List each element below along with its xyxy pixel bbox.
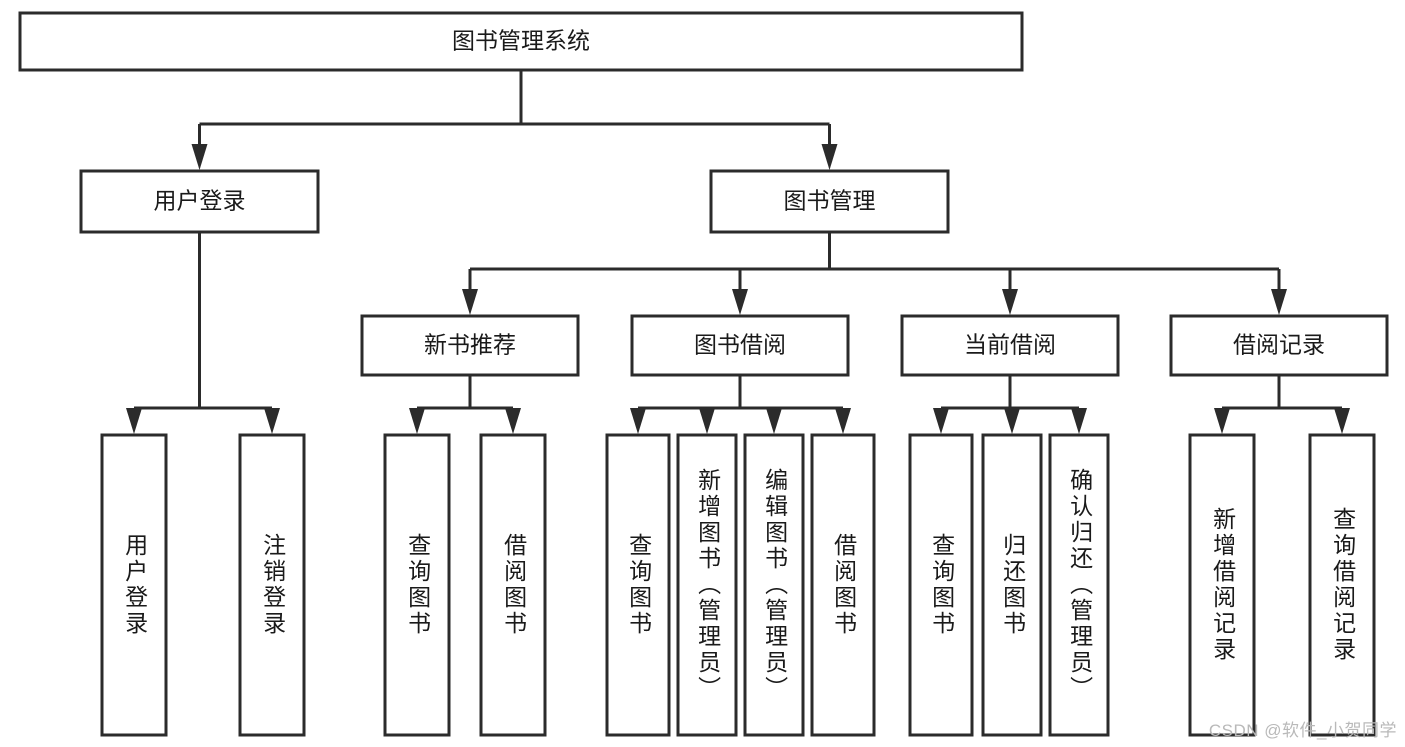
node-box-borrow-record[interactable] bbox=[1169, 314, 1389, 377]
node-box-leaf-edit-book[interactable] bbox=[743, 433, 805, 737]
arrow-head-icon bbox=[1071, 408, 1087, 434]
arrow-head-icon bbox=[191, 144, 208, 170]
arrow-head-icon bbox=[1214, 408, 1230, 434]
node-box-current-borrow[interactable] bbox=[900, 314, 1120, 377]
arrow-head-icon bbox=[821, 144, 838, 170]
connector-layer bbox=[126, 70, 1350, 434]
arrow-head-icon bbox=[505, 408, 521, 434]
arrow-head-icon bbox=[732, 289, 748, 315]
arrow-head-icon bbox=[1334, 408, 1350, 434]
arrow-head-icon bbox=[264, 408, 280, 434]
node-box-leaf-query-book-3[interactable] bbox=[908, 433, 974, 737]
node-box-leaf-user-login[interactable] bbox=[100, 433, 168, 737]
node-box-leaf-confirm-return[interactable] bbox=[1048, 433, 1110, 737]
arrow-head-icon bbox=[766, 408, 782, 434]
arrow-head-icon bbox=[1002, 289, 1018, 315]
node-label-book-borrow: 图书借阅 bbox=[694, 332, 786, 358]
node-label-user-login: 用户登录 bbox=[154, 188, 246, 214]
arrow-head-icon bbox=[1004, 408, 1020, 434]
arrow-head-icon bbox=[630, 408, 646, 434]
node-box-leaf-borrow-book-2[interactable] bbox=[810, 433, 876, 737]
arrow-head-icon bbox=[409, 408, 425, 434]
node-box-leaf-query-book-1[interactable] bbox=[383, 433, 451, 737]
arrow-head-icon bbox=[1271, 289, 1287, 315]
node-label-current-borrow: 当前借阅 bbox=[964, 332, 1056, 358]
arrow-head-icon bbox=[699, 408, 715, 434]
node-box-book-manage[interactable] bbox=[709, 169, 950, 234]
arrow-head-icon bbox=[462, 289, 478, 315]
node-box-book-borrow[interactable] bbox=[630, 314, 850, 377]
arrow-head-icon bbox=[835, 408, 851, 434]
node-box-leaf-query-book-2[interactable] bbox=[605, 433, 671, 737]
node-box-leaf-query-borrow-record[interactable] bbox=[1308, 433, 1376, 737]
node-label-root: 图书管理系统 bbox=[452, 28, 590, 54]
arrow-head-icon bbox=[933, 408, 949, 434]
node-label-new-book-recommend: 新书推荐 bbox=[424, 332, 516, 358]
node-box-leaf-return-book[interactable] bbox=[981, 433, 1043, 737]
arrow-head-icon bbox=[126, 408, 142, 434]
node-box-leaf-add-book[interactable] bbox=[676, 433, 738, 737]
node-box-root[interactable] bbox=[18, 11, 1024, 72]
node-box-leaf-add-borrow-record[interactable] bbox=[1188, 433, 1256, 737]
node-box-user-login[interactable] bbox=[79, 169, 320, 234]
node-box-leaf-user-logout[interactable] bbox=[238, 433, 306, 737]
node-label-borrow-record: 借阅记录 bbox=[1233, 332, 1325, 358]
node-box-leaf-borrow-book-1[interactable] bbox=[479, 433, 547, 737]
node-box-new-book-recommend[interactable] bbox=[360, 314, 580, 377]
node-label-book-manage: 图书管理 bbox=[784, 188, 876, 214]
